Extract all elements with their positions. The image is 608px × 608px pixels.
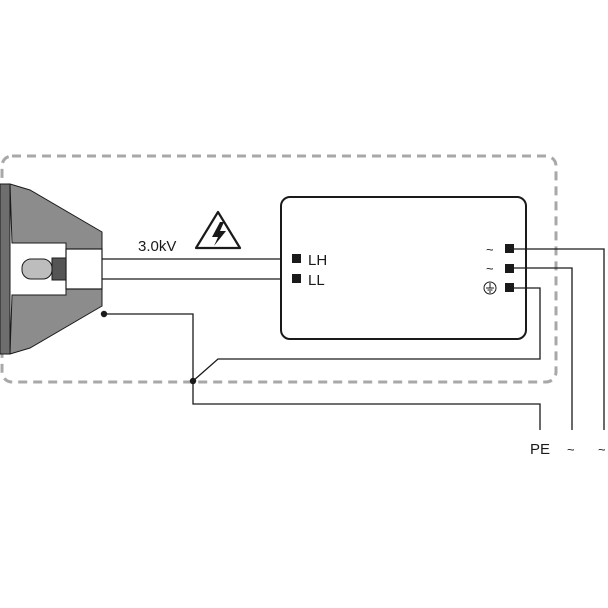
wire-mains-ac2 [514, 267, 573, 430]
lamp-bulb [21, 258, 53, 280]
terminal-ac2-block [505, 264, 514, 273]
luminaire-enclosure [0, 154, 558, 384]
lamp-reflector [0, 183, 103, 355]
wire-mains-ac1 [514, 248, 605, 430]
mains-ac2-label: ~ [598, 442, 606, 457]
ground-symbol-icon [483, 281, 497, 295]
voltage-label: 3.0kV [138, 238, 176, 255]
terminal-ac1-block [505, 244, 514, 253]
lamp-base [51, 257, 67, 281]
reflector-lower-half [9, 288, 103, 355]
mains-ac1-label: ~ [567, 442, 575, 457]
high-voltage-warning-icon [194, 210, 242, 250]
terminal-ac2-label: ~ [486, 261, 494, 276]
reflector-earth-node [100, 310, 108, 318]
mains-pe-label: PE [530, 441, 550, 458]
earth-junction-node [189, 377, 197, 385]
terminal-ll-block [292, 274, 301, 283]
terminal-ac1-label: ~ [486, 242, 494, 257]
wire-pe-reflector [104, 313, 541, 430]
terminal-ll-label: LL [308, 272, 325, 289]
wire-pe-ballast [192, 287, 541, 382]
terminal-lh-label: LH [308, 252, 327, 269]
terminal-lh-block [292, 254, 301, 263]
reflector-front-glass [0, 183, 11, 355]
terminal-pe-block [505, 283, 514, 292]
reflector-upper-half [9, 183, 103, 250]
lamp-socket [65, 248, 103, 290]
